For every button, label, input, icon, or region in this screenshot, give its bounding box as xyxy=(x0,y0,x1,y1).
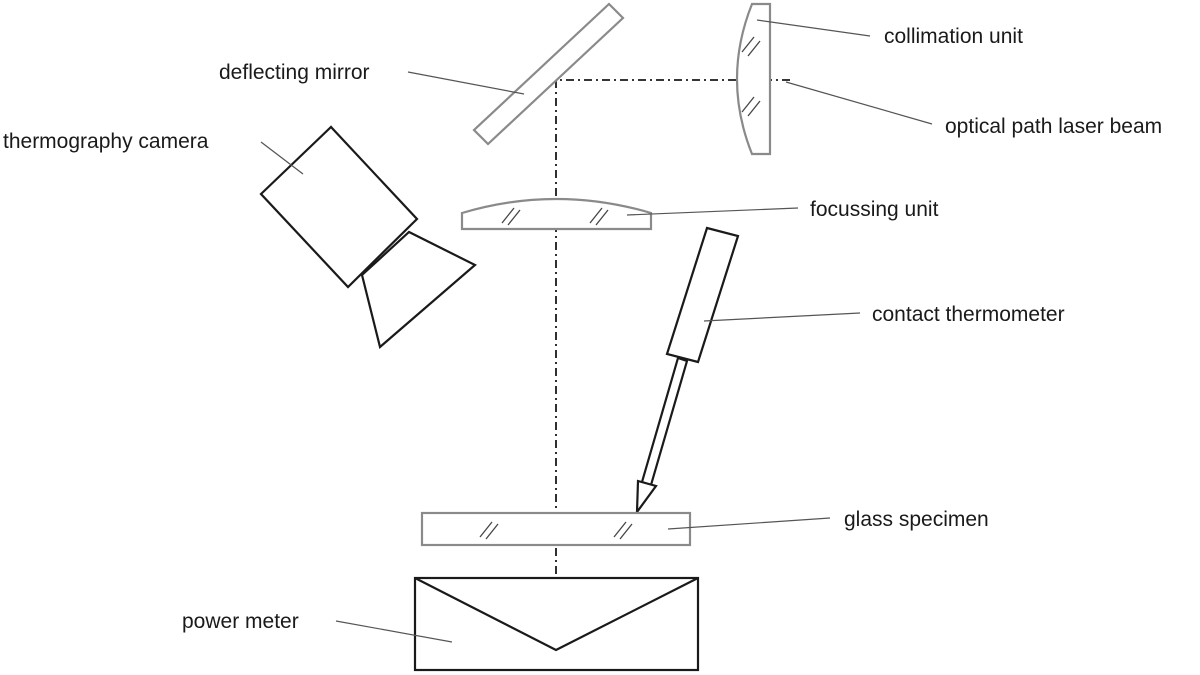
label-thermography-camera: thermography camera xyxy=(3,130,209,153)
leader-contact-thermometer xyxy=(703,312,861,322)
leader-collimation-unit xyxy=(756,19,871,37)
label-collimation-unit: collimation unit xyxy=(884,25,1023,48)
label-optical-path-laser-beam: optical path laser beam xyxy=(945,115,1162,138)
leader-power-meter xyxy=(335,620,453,643)
leader-lines xyxy=(260,19,933,643)
contact-thermometer xyxy=(635,226,740,516)
label-contact-thermometer: contact thermometer xyxy=(872,303,1065,326)
leader-optical-path xyxy=(785,81,933,125)
label-deflecting-mirror: deflecting mirror xyxy=(219,61,370,84)
thermography-camera xyxy=(259,125,477,350)
collimation-lens xyxy=(735,2,772,156)
label-power-meter: power meter xyxy=(182,610,299,633)
deflecting-mirror xyxy=(472,2,625,146)
leader-glass-specimen xyxy=(667,517,831,530)
labels: collimation unit deflecting mirror optic… xyxy=(3,25,1162,633)
glass-specimen xyxy=(420,511,692,547)
leader-thermography-camera xyxy=(260,141,304,175)
label-focussing-unit: focussing unit xyxy=(810,198,939,221)
power-meter xyxy=(413,576,700,672)
leader-focussing-unit xyxy=(626,207,799,216)
focussing-lens xyxy=(460,197,653,231)
label-glass-specimen: glass specimen xyxy=(844,508,989,531)
leader-deflecting-mirror xyxy=(407,71,525,95)
laser-beam-path xyxy=(555,79,790,650)
